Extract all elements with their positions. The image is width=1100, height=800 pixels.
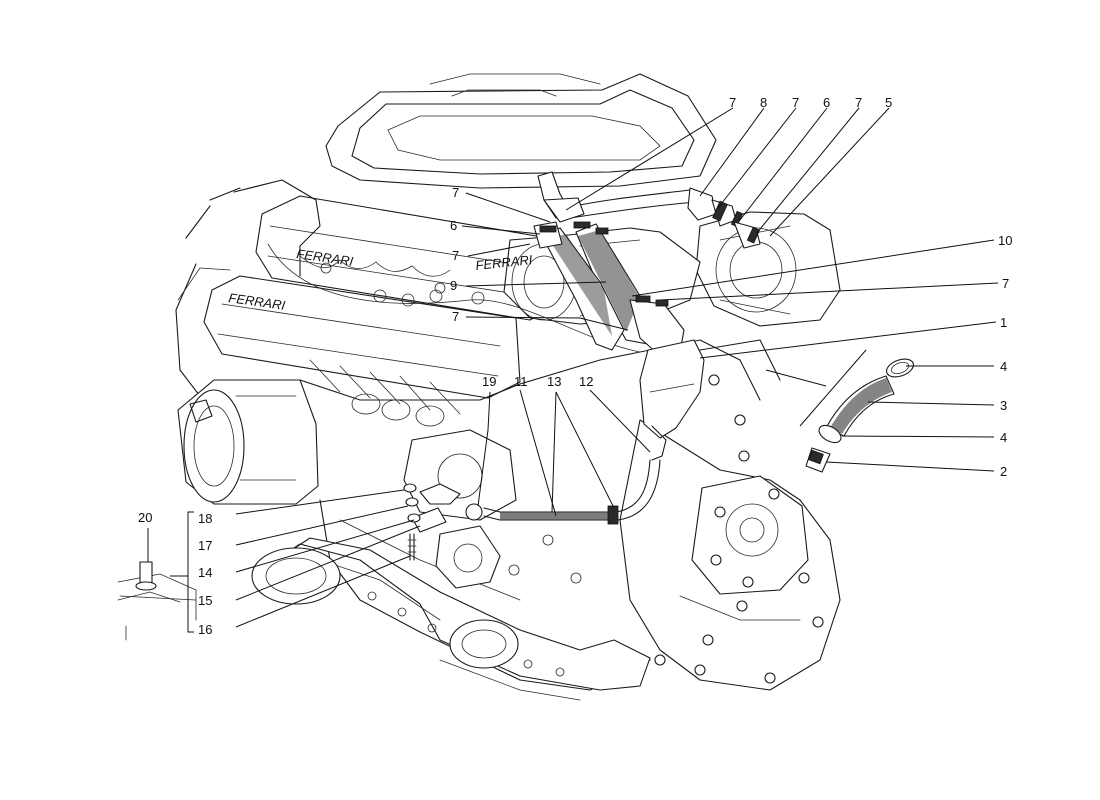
callout-9[interactable]: 9 (450, 278, 457, 293)
callout-7-top-c[interactable]: 7 (855, 95, 862, 110)
loose-hose-kit (765, 349, 914, 473)
callout-7-left-c[interactable]: 7 (452, 309, 459, 324)
callout-13[interactable]: 13 (547, 374, 561, 389)
callout-10[interactable]: 10 (998, 233, 1012, 248)
callout-8[interactable]: 8 (760, 95, 767, 110)
callout-14[interactable]: 14 (198, 565, 212, 580)
callout-7-top-a[interactable]: 7 (729, 95, 736, 110)
group-bracket (187, 511, 194, 633)
callout-4-lower[interactable]: 4 (1000, 430, 1007, 445)
callout-11[interactable]: 11 (514, 374, 528, 389)
callout-6-top[interactable]: 6 (823, 95, 830, 110)
kit-bracket-line-top (799, 349, 867, 427)
callout-7-left-b[interactable]: 7 (452, 248, 459, 263)
callout-18[interactable]: 18 (198, 511, 212, 526)
plenum-logo: FERRARI (475, 252, 534, 273)
clamp-part-4-lower (818, 424, 842, 444)
callout-labels: 7 8 7 6 7 5 7 6 7 9 7 10 7 1 4 3 4 2 19 … (138, 95, 1012, 637)
callout-16[interactable]: 16 (198, 622, 212, 637)
callout-17[interactable]: 17 (198, 538, 212, 553)
callout-5[interactable]: 5 (885, 95, 892, 110)
callout-15[interactable]: 15 (198, 593, 212, 608)
callout-6-left[interactable]: 6 (450, 218, 457, 233)
callout-20[interactable]: 20 (138, 510, 152, 525)
callout-19[interactable]: 19 (482, 374, 496, 389)
callout-3[interactable]: 3 (1000, 398, 1007, 413)
engine-block: FERRARI FERRARI (175, 73, 841, 701)
callout-2[interactable]: 2 (1000, 464, 1007, 479)
callout-12[interactable]: 12 (579, 374, 593, 389)
callout-7-left-a[interactable]: 7 (452, 185, 459, 200)
callout-4-upper[interactable]: 4 (1000, 359, 1007, 374)
callout-1[interactable]: 1 (1000, 315, 1007, 330)
breather-hose-assembly (403, 171, 761, 561)
callout-7-top-b[interactable]: 7 (792, 95, 799, 110)
inset-part-20 (117, 511, 197, 641)
leader-lines (235, 107, 999, 628)
sensor-part-20 (139, 561, 153, 585)
kit-pointer-line (765, 369, 827, 387)
clamp-part-4-upper (886, 358, 914, 378)
callout-7-right[interactable]: 7 (1002, 276, 1009, 291)
